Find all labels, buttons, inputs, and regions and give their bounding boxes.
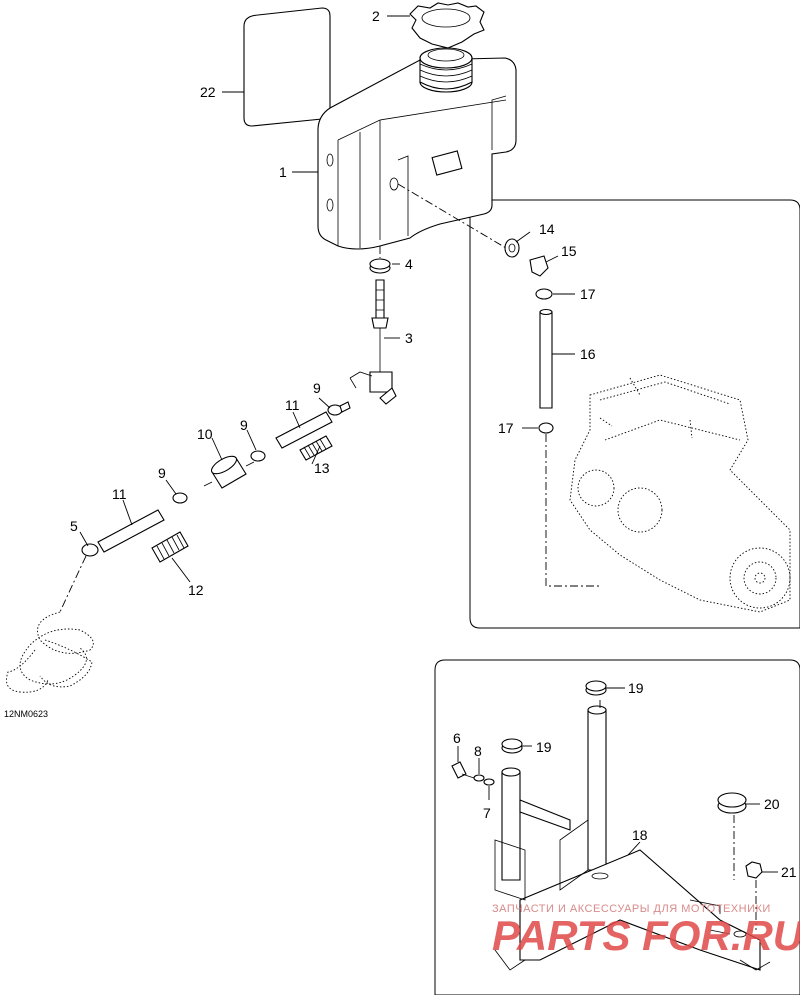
callout-10: 10 <box>197 426 213 442</box>
vent-line-routing <box>397 183 507 249</box>
clamp-part-9-upper <box>327 401 351 416</box>
drawing-code: 12NM0623 <box>4 709 48 719</box>
clamp-part-9-lower <box>172 492 188 504</box>
callout-4: 4 <box>405 256 413 272</box>
watermark-logo: PARTS FOR.RU <box>492 912 800 959</box>
callout-21: 21 <box>781 864 797 880</box>
hose-part-11-lower <box>97 509 165 553</box>
callout-19-lower: 19 <box>536 739 552 755</box>
fuel-line-routing <box>59 555 87 613</box>
callout-18: 18 <box>632 827 648 843</box>
callout-19-upper: 19 <box>628 680 644 696</box>
engine-detail-panel <box>469 199 800 629</box>
engine-outline <box>569 374 791 613</box>
washer-part-8 <box>473 774 485 782</box>
callout-14: 14 <box>539 221 555 237</box>
coiled-fuel-line <box>6 611 94 693</box>
engine-link-routing <box>545 434 600 587</box>
callout-9-upper: 9 <box>313 380 321 396</box>
decal-part-22 <box>243 7 331 127</box>
spring-part-12 <box>151 531 189 563</box>
callout-8: 8 <box>474 743 482 759</box>
clamp-part-5 <box>81 543 99 557</box>
callout-17-lower: 17 <box>498 420 514 436</box>
grommet-part-14 <box>504 238 520 258</box>
nut-part-21 <box>745 861 763 879</box>
callout-22: 22 <box>200 84 216 100</box>
callout-11-lower: 11 <box>112 486 127 502</box>
cap-part-2 <box>409 2 485 49</box>
callout-16: 16 <box>580 346 596 362</box>
grommet-part-19-lower <box>501 738 523 754</box>
callout-6: 6 <box>453 730 461 746</box>
callout-20: 20 <box>764 796 780 812</box>
hose-part-11-upper <box>275 411 333 449</box>
filter-part-10 <box>203 455 255 489</box>
callout-11-upper: 11 <box>285 397 300 413</box>
callout-1: 1 <box>279 164 287 180</box>
clamp-part-9-middle <box>250 450 266 462</box>
grommet-part-19-upper <box>585 680 607 696</box>
leader-lines <box>79 15 778 873</box>
elbow-part-15 <box>529 255 549 277</box>
callout-9-middle: 9 <box>240 417 248 433</box>
callout-3: 3 <box>405 330 413 346</box>
callout-13: 13 <box>314 460 330 476</box>
grommet-part-20 <box>717 792 747 814</box>
bracket-part-18 <box>494 705 771 971</box>
grommet-part-4 <box>369 258 391 274</box>
callout-15: 15 <box>561 243 577 259</box>
callout-2: 2 <box>372 8 380 24</box>
screw-part-6 <box>451 761 475 779</box>
bracket-detail-panel <box>434 659 800 995</box>
callout-12: 12 <box>188 582 204 598</box>
watermark: ЗАПЧАСТИ И АКСЕССУАРЫ ДЛЯ МОТОТЕХНИКИ PA… <box>492 903 800 959</box>
callout-9-lower: 9 <box>158 465 166 481</box>
callout-5: 5 <box>70 518 78 534</box>
clamp-part-17-upper <box>535 288 553 300</box>
bracket-link-routing <box>599 700 757 930</box>
washer-part-7 <box>483 778 495 786</box>
spring-part-13 <box>299 435 333 461</box>
pickup-part-3 <box>349 279 397 405</box>
hose-part-16 <box>539 308 553 409</box>
tank-part-1 <box>317 47 517 250</box>
callout-7: 7 <box>483 805 491 821</box>
callout-labels: 2 22 1 4 3 9 11 10 9 13 9 11 5 12 14 15 … <box>70 8 797 880</box>
watermark-tagline: ЗАПЧАСТИ И АКСЕССУАРЫ ДЛЯ МОТОТЕХНИКИ <box>492 903 771 915</box>
clamp-part-17-lower <box>538 422 554 434</box>
callout-17-upper: 17 <box>580 286 596 302</box>
